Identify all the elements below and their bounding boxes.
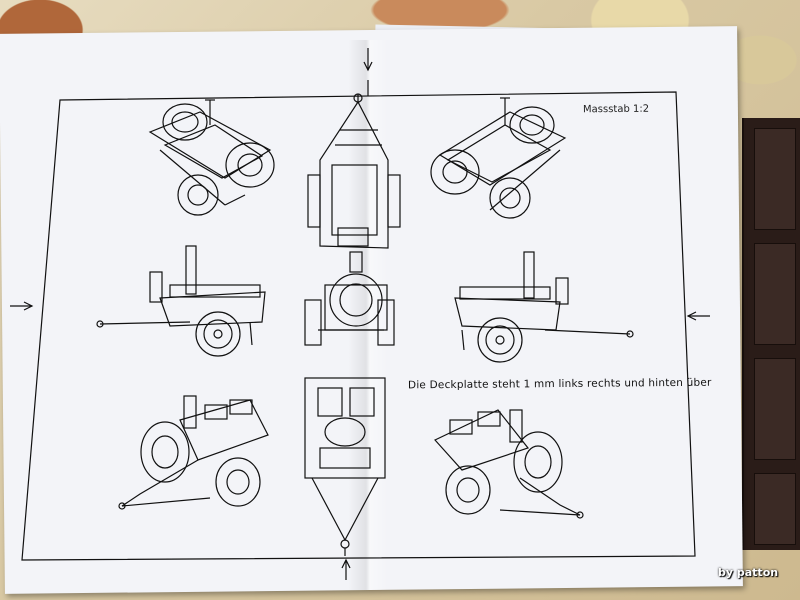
trailer-iso-bottom-right [434,409,584,519]
trailer-iso-bottom-left [118,395,269,510]
frame-slot [754,473,796,545]
frame-slot [754,128,796,230]
trailer-top-view [307,93,401,249]
scale-label: Massstab 1:2 [582,103,650,116]
trailer-side-view-left [96,245,266,357]
trailer-bottom-view [304,377,386,556]
frame-slot [754,358,796,460]
watermark-text: by patton [718,566,779,579]
trailer-iso-top-right [430,97,567,219]
drawing-border [21,91,696,561]
paper-fold [348,40,388,590]
trailer-rear-view [304,251,395,346]
dark-frame [742,118,800,550]
arrow-icon [10,48,710,580]
trailer-side-view-right [454,251,634,363]
trailer-iso-top-left [148,99,275,216]
frame-slot [754,243,796,345]
